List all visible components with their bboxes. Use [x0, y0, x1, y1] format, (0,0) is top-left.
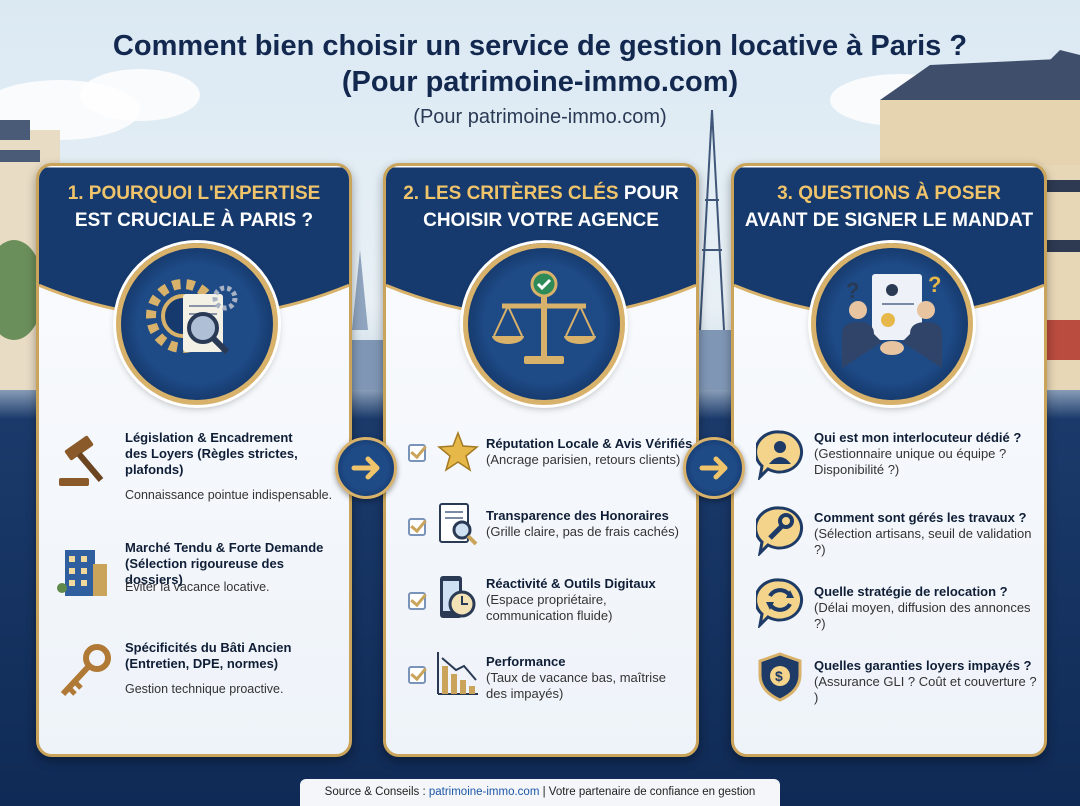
- person-bubble-icon: [756, 430, 804, 480]
- panel-title: 1. Pourquoi l'expertise est cruciale à P…: [67, 183, 321, 231]
- item-subtext: Gestion technique proactive.: [125, 682, 284, 696]
- panel-title: 2. Les critères clés pour choisir votre …: [403, 183, 679, 231]
- panel-questions: 3. Questions à poser avant de signer le …: [731, 163, 1047, 757]
- panel-criteria: 2. Les critères clés pour choisir votre …: [383, 163, 699, 757]
- item-heading: Législation & Encadrement des Loyers (Rè…: [125, 430, 298, 477]
- phone-clock-icon: [440, 576, 476, 618]
- chart-down-icon: [437, 652, 478, 695]
- scale-icon: [492, 270, 596, 364]
- svg-text:?: ?: [846, 278, 859, 303]
- main-title: Comment bien choisir un service de gesti…: [112, 30, 968, 62]
- wrench-bubble-icon: [756, 506, 804, 556]
- item-text: Quelles garanties loyers impayés ?(Assur…: [814, 658, 1037, 705]
- main-subtitle: (Pour patrimoine-immo.com): [341, 66, 739, 98]
- item-text: Réputation Locale & Avis Vérifiés(Ancrag…: [486, 436, 693, 467]
- medal-scale: [463, 243, 625, 405]
- handshake-contract-icon: ? ?: [842, 272, 942, 368]
- panel-title: 3. Questions à poser avant de signer le …: [744, 183, 1034, 231]
- item-text: Transparence des Honoraires(Grille clair…: [486, 508, 679, 539]
- footer-prefix: Source & Conseils :: [324, 786, 429, 798]
- check-icon: [408, 666, 426, 684]
- svg-text:?: ?: [928, 272, 941, 297]
- item-text: Performance(Taux de vacance bas, maîtris…: [486, 654, 666, 701]
- main-subtitle-small: (Pour patrimoine-immo.com): [413, 106, 667, 128]
- footer: Source & Conseils : patrimoine-immo.com …: [300, 779, 780, 806]
- item-text: Réactivité & Outils Digitaux(Espace prop…: [486, 576, 656, 623]
- medal-gear-document: [116, 243, 278, 405]
- svg-text:$: $: [775, 668, 783, 684]
- document-search-icon: [439, 503, 478, 546]
- check-icon: [408, 444, 426, 462]
- shield-money-icon: $: [758, 652, 802, 702]
- item-subtext: Éviter la vacance locative.: [125, 580, 270, 594]
- footer-suffix: | Votre partenaire de confiance en gesti…: [542, 786, 756, 798]
- item-text: Comment sont gérés les travaux ?(Sélecti…: [814, 510, 1032, 557]
- gear-document-icon: [146, 279, 238, 355]
- arrow-connector-1: [335, 437, 397, 499]
- arrow-right-icon: [699, 456, 728, 480]
- arrow-connector-2: [683, 437, 745, 499]
- footer-link[interactable]: patrimoine-immo.com: [428, 786, 540, 798]
- panel-expertise: 1. Pourquoi l'expertise est cruciale à P…: [36, 163, 352, 757]
- item-heading: Spécificités du Bâti Ancien (Entretien, …: [125, 640, 292, 671]
- item-heading: Marché Tendu & Forte Demande (Sélection …: [125, 540, 324, 587]
- check-icon: [408, 592, 426, 610]
- item-subtext: Connaissance pointue indispensable.: [125, 488, 333, 502]
- item-text: Qui est mon interlocuteur dédié ?(Gestio…: [814, 430, 1022, 477]
- medal-handshake: ? ?: [811, 243, 973, 405]
- check-icon: [408, 518, 426, 536]
- gavel-icon: [59, 435, 104, 486]
- arrow-right-icon: [351, 456, 380, 480]
- refresh-bubble-icon: [756, 578, 804, 628]
- star-icon: [437, 430, 479, 472]
- key-icon: [60, 644, 111, 697]
- building-icon: [57, 550, 107, 596]
- item-text: Quelle stratégie de relocation ?(Délai m…: [814, 584, 1031, 631]
